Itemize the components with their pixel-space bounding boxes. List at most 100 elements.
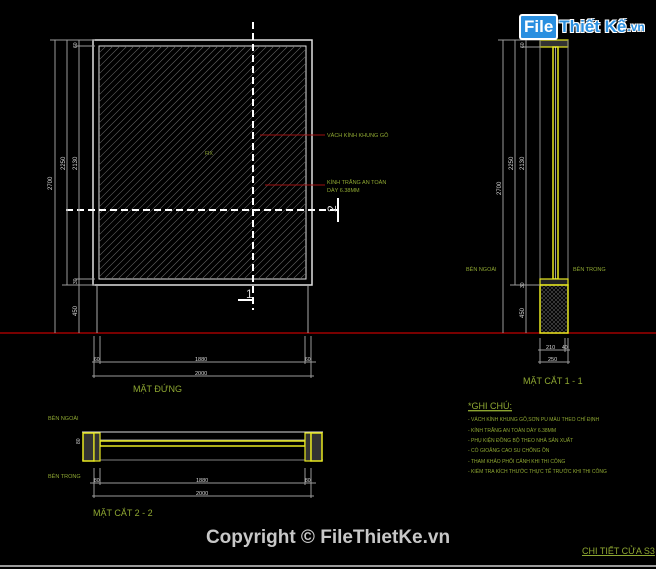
glass-hatch-line bbox=[99, 46, 163, 110]
glass-hatch-line bbox=[194, 167, 306, 279]
note-item: - PHỤ KIỆN ĐỒNG BỘ THEO NHÀ SẢN XUẤT bbox=[468, 436, 573, 444]
glass-hatch-line bbox=[124, 97, 306, 279]
dim-30: 30 bbox=[73, 278, 79, 284]
glass-hatch-line bbox=[99, 46, 296, 243]
glass-hatch-line bbox=[243, 216, 306, 279]
glass-hatch-line bbox=[99, 46, 107, 54]
glass-hatch-line bbox=[110, 83, 306, 279]
glass-hatch-line bbox=[99, 46, 233, 180]
glass-hatch-line bbox=[264, 237, 306, 279]
section-2-2: 80 80 1880 80 2000 BÊN NGOÀI BÊN TRONG M… bbox=[48, 414, 323, 518]
glass-hatch-line bbox=[257, 230, 306, 279]
dim-40: 40 bbox=[562, 345, 568, 351]
glass-hatch-line bbox=[99, 46, 289, 236]
glass-hatch-line bbox=[138, 111, 306, 279]
dim-450: 450 bbox=[73, 305, 79, 316]
glass-hatch-line bbox=[299, 272, 306, 279]
glass-hatch-line bbox=[99, 69, 306, 278]
dim-30: 30 bbox=[520, 282, 526, 288]
note-item: - VÁCH KÍNH KHUNG GỖ,SƠN PU MÀU THEO CHỈ… bbox=[468, 416, 600, 423]
glass-hatch-line bbox=[173, 146, 306, 279]
glass-hatch-line bbox=[145, 118, 306, 279]
callout-glass: KÍNH TRẮNG AN TOÀN bbox=[327, 178, 386, 186]
outside-label: BÊN NGOÀI bbox=[466, 265, 497, 273]
glass-hatch-line bbox=[99, 46, 205, 152]
glass-hatch-line bbox=[99, 46, 100, 47]
glass-hatch-line bbox=[285, 258, 306, 279]
dim-2000: 2000 bbox=[195, 371, 207, 377]
glass-hatch-line bbox=[99, 46, 275, 222]
glass-hatch-line bbox=[99, 46, 184, 131]
dim-210: 210 bbox=[546, 345, 555, 351]
glass-hatch-line bbox=[250, 223, 306, 279]
logo-tld: .vn bbox=[627, 20, 645, 34]
glass-hatch-line bbox=[222, 195, 306, 279]
glass-hatch-line bbox=[99, 62, 306, 271]
notes: *GHI CHÚ: - VÁCH KÍNH KHUNG GỖ,SƠN PU MÀ… bbox=[468, 401, 607, 475]
glass-hatch-line bbox=[99, 46, 226, 173]
section-2-2-title: MẶT CẮT 2 - 2 bbox=[93, 508, 153, 518]
glass-hatch-line bbox=[99, 46, 219, 166]
glass-hatch-line bbox=[271, 244, 306, 279]
logo-file: File bbox=[519, 14, 559, 40]
sheet-title: CHI TIẾT CỬA S3 bbox=[582, 546, 655, 556]
glass-hatch-line bbox=[99, 55, 306, 264]
glass-hatch-line bbox=[229, 202, 306, 279]
dim-2250: 2250 bbox=[509, 156, 515, 170]
section-mark-2: 2 bbox=[325, 205, 339, 212]
glass-hatch-line bbox=[99, 46, 121, 68]
glass-hatch-line bbox=[99, 46, 303, 250]
note-item: - KIỂM TRA KÍCH THƯỚC THỰC TẾ TRƯỚC KHI … bbox=[468, 468, 607, 475]
glass-hatch-line bbox=[99, 46, 191, 138]
glass-hatch-line bbox=[99, 46, 247, 194]
notes-title: *GHI CHÚ: bbox=[468, 401, 512, 411]
glass-hatch-line bbox=[278, 251, 306, 279]
dim-80-right: 80 bbox=[305, 478, 311, 484]
dim-2700: 2700 bbox=[497, 181, 503, 195]
glass-hatch-line bbox=[99, 46, 268, 215]
glass-hatch-line bbox=[99, 46, 177, 124]
glass-hatch-line bbox=[236, 209, 306, 279]
outside-label: BÊN NGOÀI bbox=[48, 414, 79, 422]
glass-hatch-line bbox=[208, 181, 306, 279]
note-item: - CÓ GIOĂNG CAO SU CHỐNG ỒN bbox=[468, 447, 550, 454]
glass-hatch-line bbox=[201, 174, 306, 279]
glass-hatch-line bbox=[103, 76, 306, 279]
logo: File Thiết Kế.vn bbox=[519, 14, 645, 40]
section-1-1-title: MẶT CẮT 1 - 1 bbox=[523, 376, 583, 386]
glass-hatch-line bbox=[159, 132, 306, 279]
glass-hatch-line bbox=[99, 46, 212, 159]
dim-2700: 2700 bbox=[48, 176, 54, 190]
dim-1880: 1880 bbox=[196, 478, 208, 484]
glass-hatch-line bbox=[215, 188, 306, 279]
glass-hatch-line bbox=[99, 46, 261, 208]
glass-hatch-line bbox=[180, 153, 306, 279]
fix-label: FIX bbox=[205, 151, 213, 157]
glass-hatch-line bbox=[292, 265, 306, 279]
section-1-1: 2700 2250 2130 60 30 450 210 40 250 BÊN … bbox=[466, 39, 606, 386]
glass-hatch-line bbox=[99, 46, 142, 89]
glass-hatch-line bbox=[99, 46, 282, 229]
section-mark-1: 1 bbox=[246, 287, 253, 301]
border-line bbox=[0, 565, 656, 567]
dim-80-left: 80 bbox=[94, 478, 100, 484]
glass-hatch-line bbox=[99, 46, 149, 96]
dim-2250: 2250 bbox=[61, 156, 67, 170]
logo-text: Thiết Kế bbox=[559, 17, 627, 36]
dim-1880: 1880 bbox=[195, 357, 207, 363]
dim-60: 60 bbox=[73, 42, 79, 48]
inside-label: BÊN TRONG bbox=[48, 472, 81, 480]
dim-450: 450 bbox=[520, 307, 526, 318]
dim-60-left: 60 bbox=[94, 357, 100, 363]
glass-hatch-line bbox=[117, 90, 306, 279]
dim-250: 250 bbox=[548, 357, 557, 363]
inside-label: BÊN TRONG bbox=[573, 265, 606, 273]
glass-hatch-line bbox=[307, 46, 540, 279]
glass-hatch-line bbox=[99, 46, 254, 201]
dim-60: 60 bbox=[520, 42, 526, 48]
elevation-title: MẶT ĐỨNG bbox=[133, 384, 182, 394]
glass-hatch-line bbox=[99, 46, 114, 61]
dim-2130: 2130 bbox=[73, 156, 79, 170]
glass-hatch-line bbox=[166, 139, 306, 279]
